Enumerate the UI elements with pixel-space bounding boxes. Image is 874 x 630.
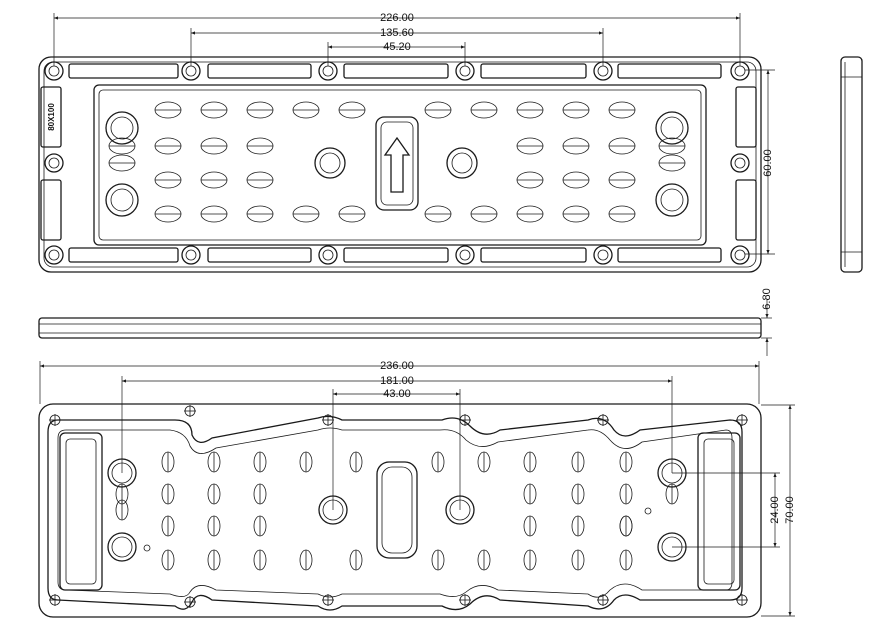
bottom-edge-slot bbox=[68, 247, 179, 263]
screw-hole bbox=[181, 245, 201, 265]
screw-hole bbox=[44, 153, 64, 173]
side-view: 6.80 bbox=[38, 288, 773, 356]
bottom-right-pocket-inner bbox=[703, 438, 735, 585]
side-profile bbox=[38, 317, 762, 339]
screw-hole bbox=[318, 245, 338, 265]
dim-top-center-span: 45.20 bbox=[383, 41, 411, 53]
bottom-right-pocket bbox=[697, 432, 741, 591]
bottom-plate-outline bbox=[38, 403, 762, 618]
bottom-lens-grid bbox=[115, 451, 679, 571]
left-side-slot-top bbox=[40, 86, 62, 148]
screw-hole bbox=[730, 153, 750, 173]
screw-hole-inner bbox=[48, 249, 60, 261]
top-edge-slot bbox=[207, 63, 312, 79]
dim-top-height: 60.00 bbox=[762, 149, 774, 177]
screw-hole-inner bbox=[597, 65, 609, 77]
bottom-screw-holes bbox=[49, 405, 748, 608]
bottom-center-slot-inner bbox=[381, 466, 413, 554]
bottom-center-slot bbox=[376, 461, 418, 559]
screw-hole-inner bbox=[734, 65, 746, 77]
bottom-contour-outer bbox=[47, 415, 743, 611]
top-edge-slot bbox=[343, 63, 449, 79]
top-inner-panel-inset bbox=[98, 89, 702, 241]
dim-bottom-overall-width: 236.00 bbox=[380, 360, 414, 372]
top-view: 80X100 226.00 bbox=[38, 12, 863, 273]
dim-bottom-overall-height: 70.00 bbox=[784, 496, 796, 524]
dim-bottom-center-span: 43.00 bbox=[383, 388, 411, 400]
bottom-edge-slot bbox=[207, 247, 312, 263]
screw-hole-inner bbox=[185, 249, 197, 261]
screw-hole-inner bbox=[734, 157, 746, 169]
right-side-slot-top bbox=[735, 86, 757, 148]
bottom-contour-inner bbox=[57, 427, 733, 598]
screw-hole-inner bbox=[185, 65, 197, 77]
top-plate-inner-outline bbox=[43, 61, 757, 268]
bottom-edge-slot bbox=[480, 247, 587, 263]
screw-hole-inner bbox=[48, 157, 60, 169]
dim-side-thickness: 6.80 bbox=[761, 288, 773, 309]
screw-hole-inner bbox=[459, 65, 471, 77]
screw-hole bbox=[730, 245, 750, 265]
dim-bottom-hole-span: 181.00 bbox=[380, 375, 414, 387]
bottom-left-pocket bbox=[59, 432, 103, 591]
screw-hole-inner bbox=[459, 249, 471, 261]
top-screw-holes bbox=[44, 61, 750, 265]
dim-top-overall-width: 226.00 bbox=[380, 12, 414, 24]
top-edge-slot bbox=[68, 63, 179, 79]
bottom-mounting-bosses bbox=[107, 458, 687, 562]
top-edge-slot bbox=[617, 63, 722, 79]
top-center-window-inner bbox=[380, 121, 414, 206]
top-mounting-bosses bbox=[105, 111, 689, 217]
lens-oval bbox=[619, 515, 633, 537]
dim-bottom-inner-height: 24.00 bbox=[769, 496, 781, 524]
screw-hole-inner bbox=[597, 249, 609, 261]
top-dimensions bbox=[53, 13, 775, 255]
top-lens-grid bbox=[108, 101, 686, 223]
bottom-view: 236.00 181.00 43.00 24.00 70.00 bbox=[38, 360, 796, 618]
screw-hole bbox=[593, 245, 613, 265]
screw-hole bbox=[455, 245, 475, 265]
bottom-left-pocket-inner bbox=[65, 438, 97, 585]
dim-top-hole-span: 135.60 bbox=[380, 27, 414, 39]
side-label-text: 80X100 bbox=[47, 103, 56, 131]
screw-hole-inner bbox=[734, 249, 746, 261]
top-edge-slot bbox=[480, 63, 587, 79]
screw-hole bbox=[44, 245, 64, 265]
screw-hole-inner bbox=[48, 65, 60, 77]
bottom-dimensions bbox=[39, 361, 795, 617]
screw-hole-inner bbox=[322, 65, 334, 77]
right-side-slot-bottom bbox=[735, 179, 757, 241]
bottom-edge-slot bbox=[343, 247, 449, 263]
up-arrow-icon bbox=[383, 136, 411, 193]
bottom-edge-slot bbox=[617, 247, 722, 263]
end-view-outline bbox=[840, 56, 863, 273]
top-plate-outline bbox=[38, 56, 762, 273]
screw-hole-inner bbox=[322, 249, 334, 261]
top-center-window bbox=[375, 116, 419, 211]
top-slots bbox=[68, 63, 722, 263]
top-inner-panel bbox=[93, 84, 707, 246]
left-side-slot-bottom bbox=[40, 179, 62, 241]
